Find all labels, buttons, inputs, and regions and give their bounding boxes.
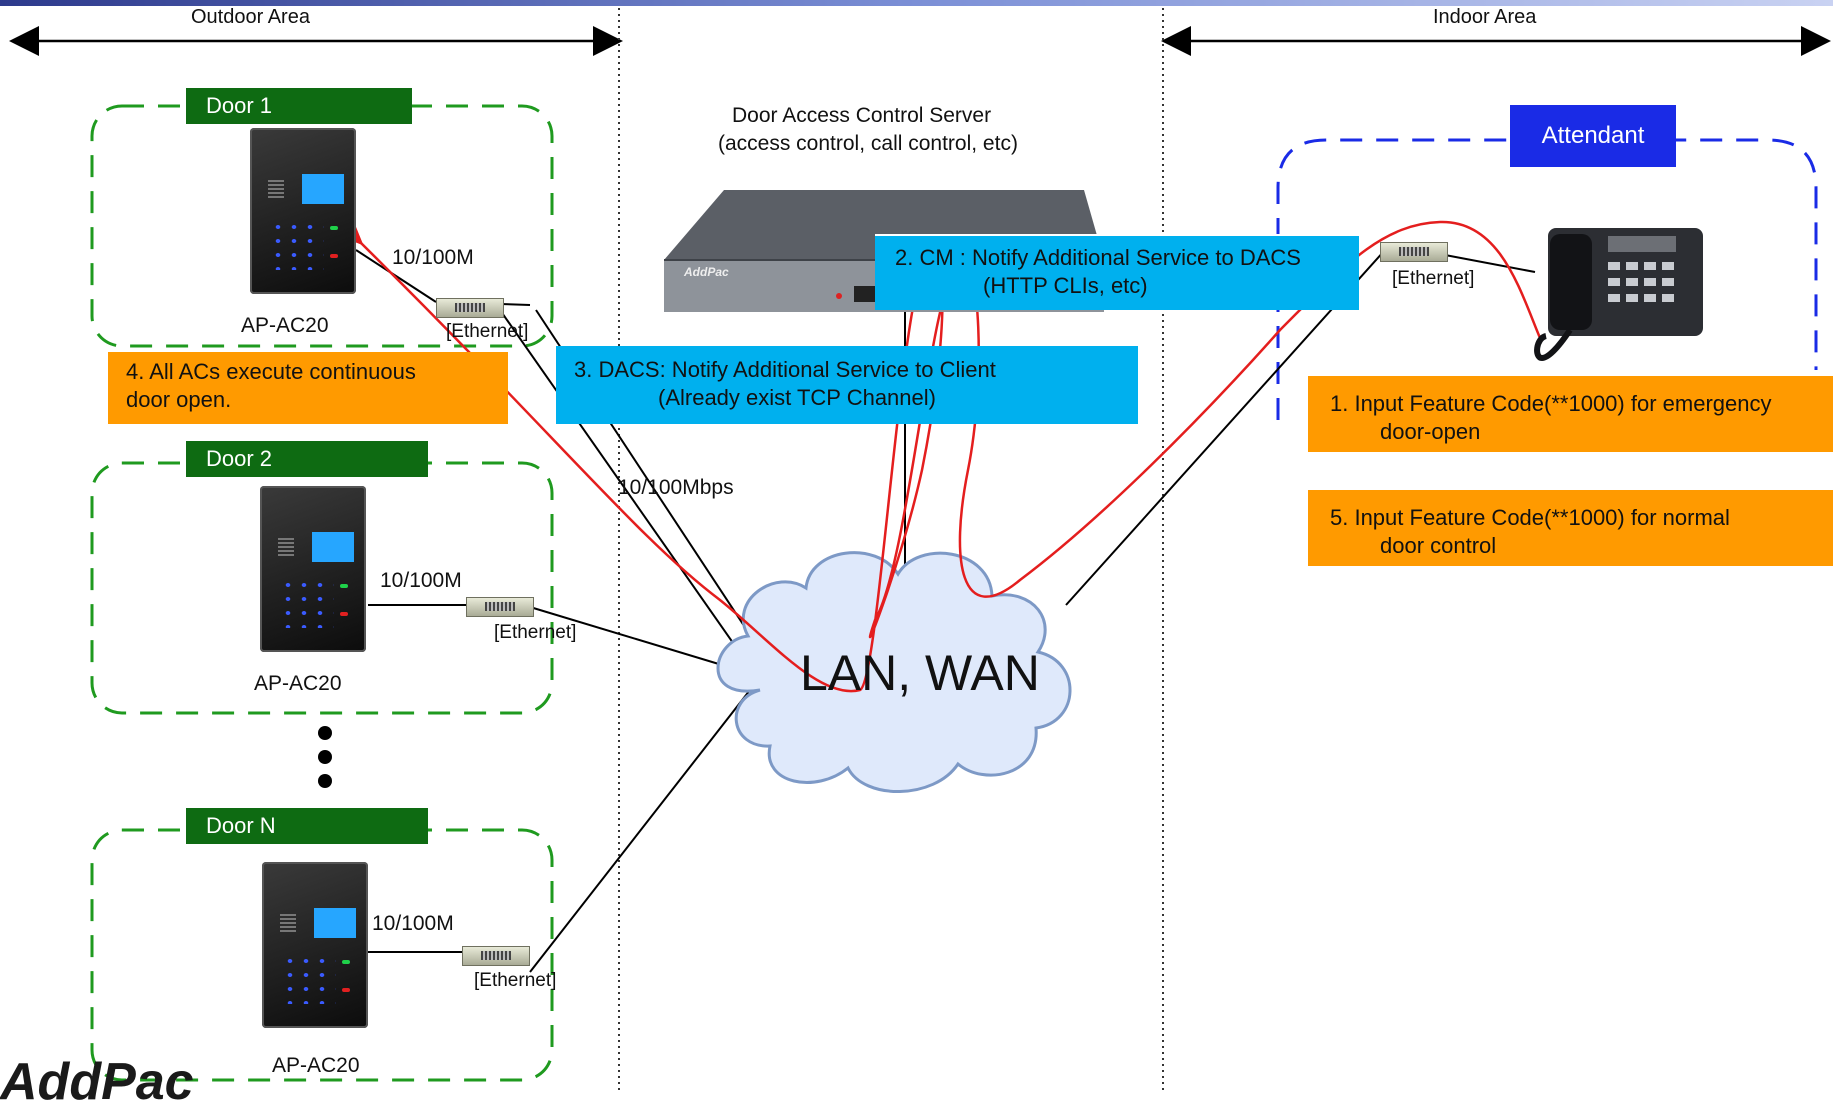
step1-line1: 1. Input Feature Code(**1000) for emerge… — [1330, 391, 1772, 416]
ellipsis-dot-3 — [318, 774, 332, 788]
step3-line2: (Already exist TCP Channel) — [658, 385, 936, 410]
door1-ethernet-switch — [436, 298, 504, 318]
step4-line1: 4. All ACs execute continuous — [126, 359, 416, 384]
network-cloud-label: LAN, WAN — [800, 645, 1040, 701]
outdoor-area-label: Outdoor Area — [191, 6, 310, 28]
step2-line1: 2. CM : Notify Additional Service to DAC… — [895, 245, 1301, 270]
network-link-label: 10/100Mbps — [618, 476, 734, 499]
server-subtitle: (access control, call control, etc) — [718, 132, 1018, 155]
door2-ethernet-label: [Ethernet] — [494, 622, 577, 643]
doorN-tab: Door N — [186, 808, 428, 844]
step1-callout: 1. Input Feature Code(**1000) for emerge… — [1308, 376, 1833, 452]
svg-text:AddPac: AddPac — [683, 265, 729, 279]
door1-ethernet-label: [Ethernet] — [446, 321, 529, 342]
top-bar — [0, 0, 1833, 6]
network-cloud — [716, 551, 1072, 793]
step2-callout: 2. CM : Notify Additional Service to DAC… — [875, 234, 1359, 310]
door1-access-controller — [250, 128, 356, 294]
telephone-icon — [1534, 228, 1703, 362]
server-title: Door Access Control Server — [732, 104, 992, 127]
door1-device-label: AP-AC20 — [241, 314, 329, 337]
step4-callout: 4. All ACs execute continuous door open. — [108, 352, 508, 424]
doorN-device-label: AP-AC20 — [272, 1054, 360, 1077]
ellipsis-dot-2 — [318, 750, 332, 764]
door1-tab: Door 1 — [186, 88, 412, 124]
doorN-ethernet-label: [Ethernet] — [474, 970, 557, 991]
attendant-ethernet-label: [Ethernet] — [1392, 268, 1475, 289]
doorN-link-label: 10/100M — [372, 912, 454, 935]
indoor-area-label: Indoor Area — [1433, 6, 1537, 28]
door2-link-label: 10/100M — [380, 569, 462, 592]
doorN-access-controller — [262, 862, 368, 1028]
flow-path — [328, 210, 1542, 693]
attendant-tab: Attendant — [1510, 105, 1676, 167]
attendant-ethernet-switch — [1380, 242, 1448, 262]
step3-line1: 3. DACS: Notify Additional Service to Cl… — [574, 357, 996, 382]
addpac-logo: AddPac — [0, 1053, 194, 1111]
step5-callout: 5. Input Feature Code(**1000) for normal… — [1308, 490, 1833, 566]
step3-callout: 3. DACS: Notify Additional Service to Cl… — [556, 346, 1138, 424]
door2-access-controller — [260, 486, 366, 652]
door2-ethernet-switch — [466, 597, 534, 617]
step4-line2: door open. — [126, 387, 232, 412]
step2-line2: (HTTP CLIs, etc) — [983, 273, 1148, 298]
step5-line2: door control — [1380, 533, 1497, 558]
step1-line2: door-open — [1380, 419, 1481, 444]
step5-line1: 5. Input Feature Code(**1000) for normal — [1330, 505, 1730, 530]
ellipsis-dot-1 — [318, 726, 332, 740]
door2-tab: Door 2 — [186, 441, 428, 477]
attendant-box — [1276, 138, 1818, 420]
door1-link-label: 10/100M — [392, 246, 474, 269]
door2-device-label: AP-AC20 — [254, 672, 342, 695]
doorN-ethernet-switch — [462, 946, 530, 966]
